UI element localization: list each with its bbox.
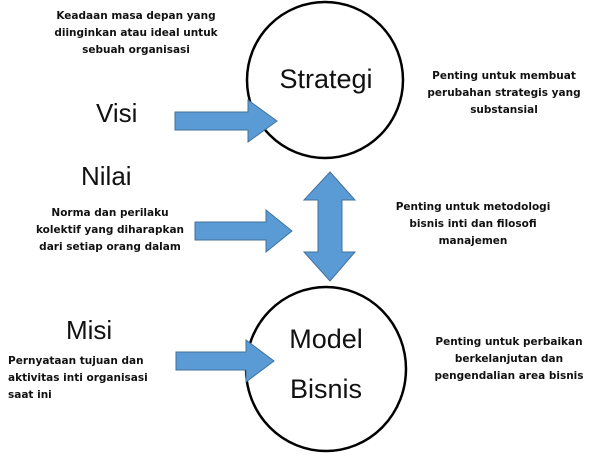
strategy-note-line: Penting untuk membuat <box>432 70 576 82</box>
strategy-note-line: substansial <box>470 104 538 116</box>
visi-label: Visi <box>96 98 138 128</box>
misi-description-line: saat ini <box>8 389 52 401</box>
nilai-description-line: kolektif yang diharapkan <box>35 224 185 236</box>
misi-description-line: aktivitas inti organisasi <box>8 372 148 384</box>
link-note-line: bisnis inti dan filosofi <box>409 218 537 230</box>
nilai-description-line: Norma dan perilaku <box>51 207 169 219</box>
link-note: Penting untuk metodologi bisnis inti dan… <box>383 199 563 250</box>
strategy-note-line: perubahan strategis yang <box>427 87 581 99</box>
business-model-note-line: pengendalian area bisnis <box>434 370 584 382</box>
visi-arrow <box>174 99 278 143</box>
strategy-label: Strategi <box>279 64 373 94</box>
nilai-arrow <box>194 208 293 254</box>
link-note-line: Penting untuk metodologi <box>395 201 551 213</box>
visi-description: Keadaan masa depan yang diinginkan atau … <box>48 8 224 59</box>
strategy-circle <box>245 0 405 160</box>
visi-description-line: sebuah organisasi <box>82 44 190 56</box>
strategy-note: Penting untuk membuat perubahan strategi… <box>412 68 596 119</box>
business-model-label-line-1: Model <box>289 324 363 354</box>
misi-arrow <box>175 339 275 383</box>
business-model-note-line: Penting untuk perbaikan <box>435 336 583 348</box>
misi-description-line: Pernyataan tujuan dan <box>8 355 144 367</box>
double-headed-arrow <box>302 171 357 282</box>
nilai-label: Nilai <box>81 161 132 191</box>
misi-description: Pernyataan tujuan dan aktivitas inti org… <box>8 353 168 404</box>
misi-label: Misi <box>66 315 113 345</box>
link-note-line: manajemen <box>438 235 508 247</box>
business-model-label: Model Bisnis <box>266 323 386 405</box>
business-model-note: Penting untuk perbaikan berkelanjutan da… <box>420 334 598 385</box>
nilai-description-line: dari setiap orang dalam <box>39 241 181 253</box>
visi-description-line: diinginkan atau ideal untuk <box>54 27 218 39</box>
business-model-note-line: berkelanjutan dan <box>454 353 564 365</box>
nilai-description: Norma dan perilaku kolektif yang diharap… <box>30 205 190 256</box>
business-model-label-line-2: Bisnis <box>289 374 363 404</box>
visi-description-line: Keadaan masa depan yang <box>56 10 216 22</box>
